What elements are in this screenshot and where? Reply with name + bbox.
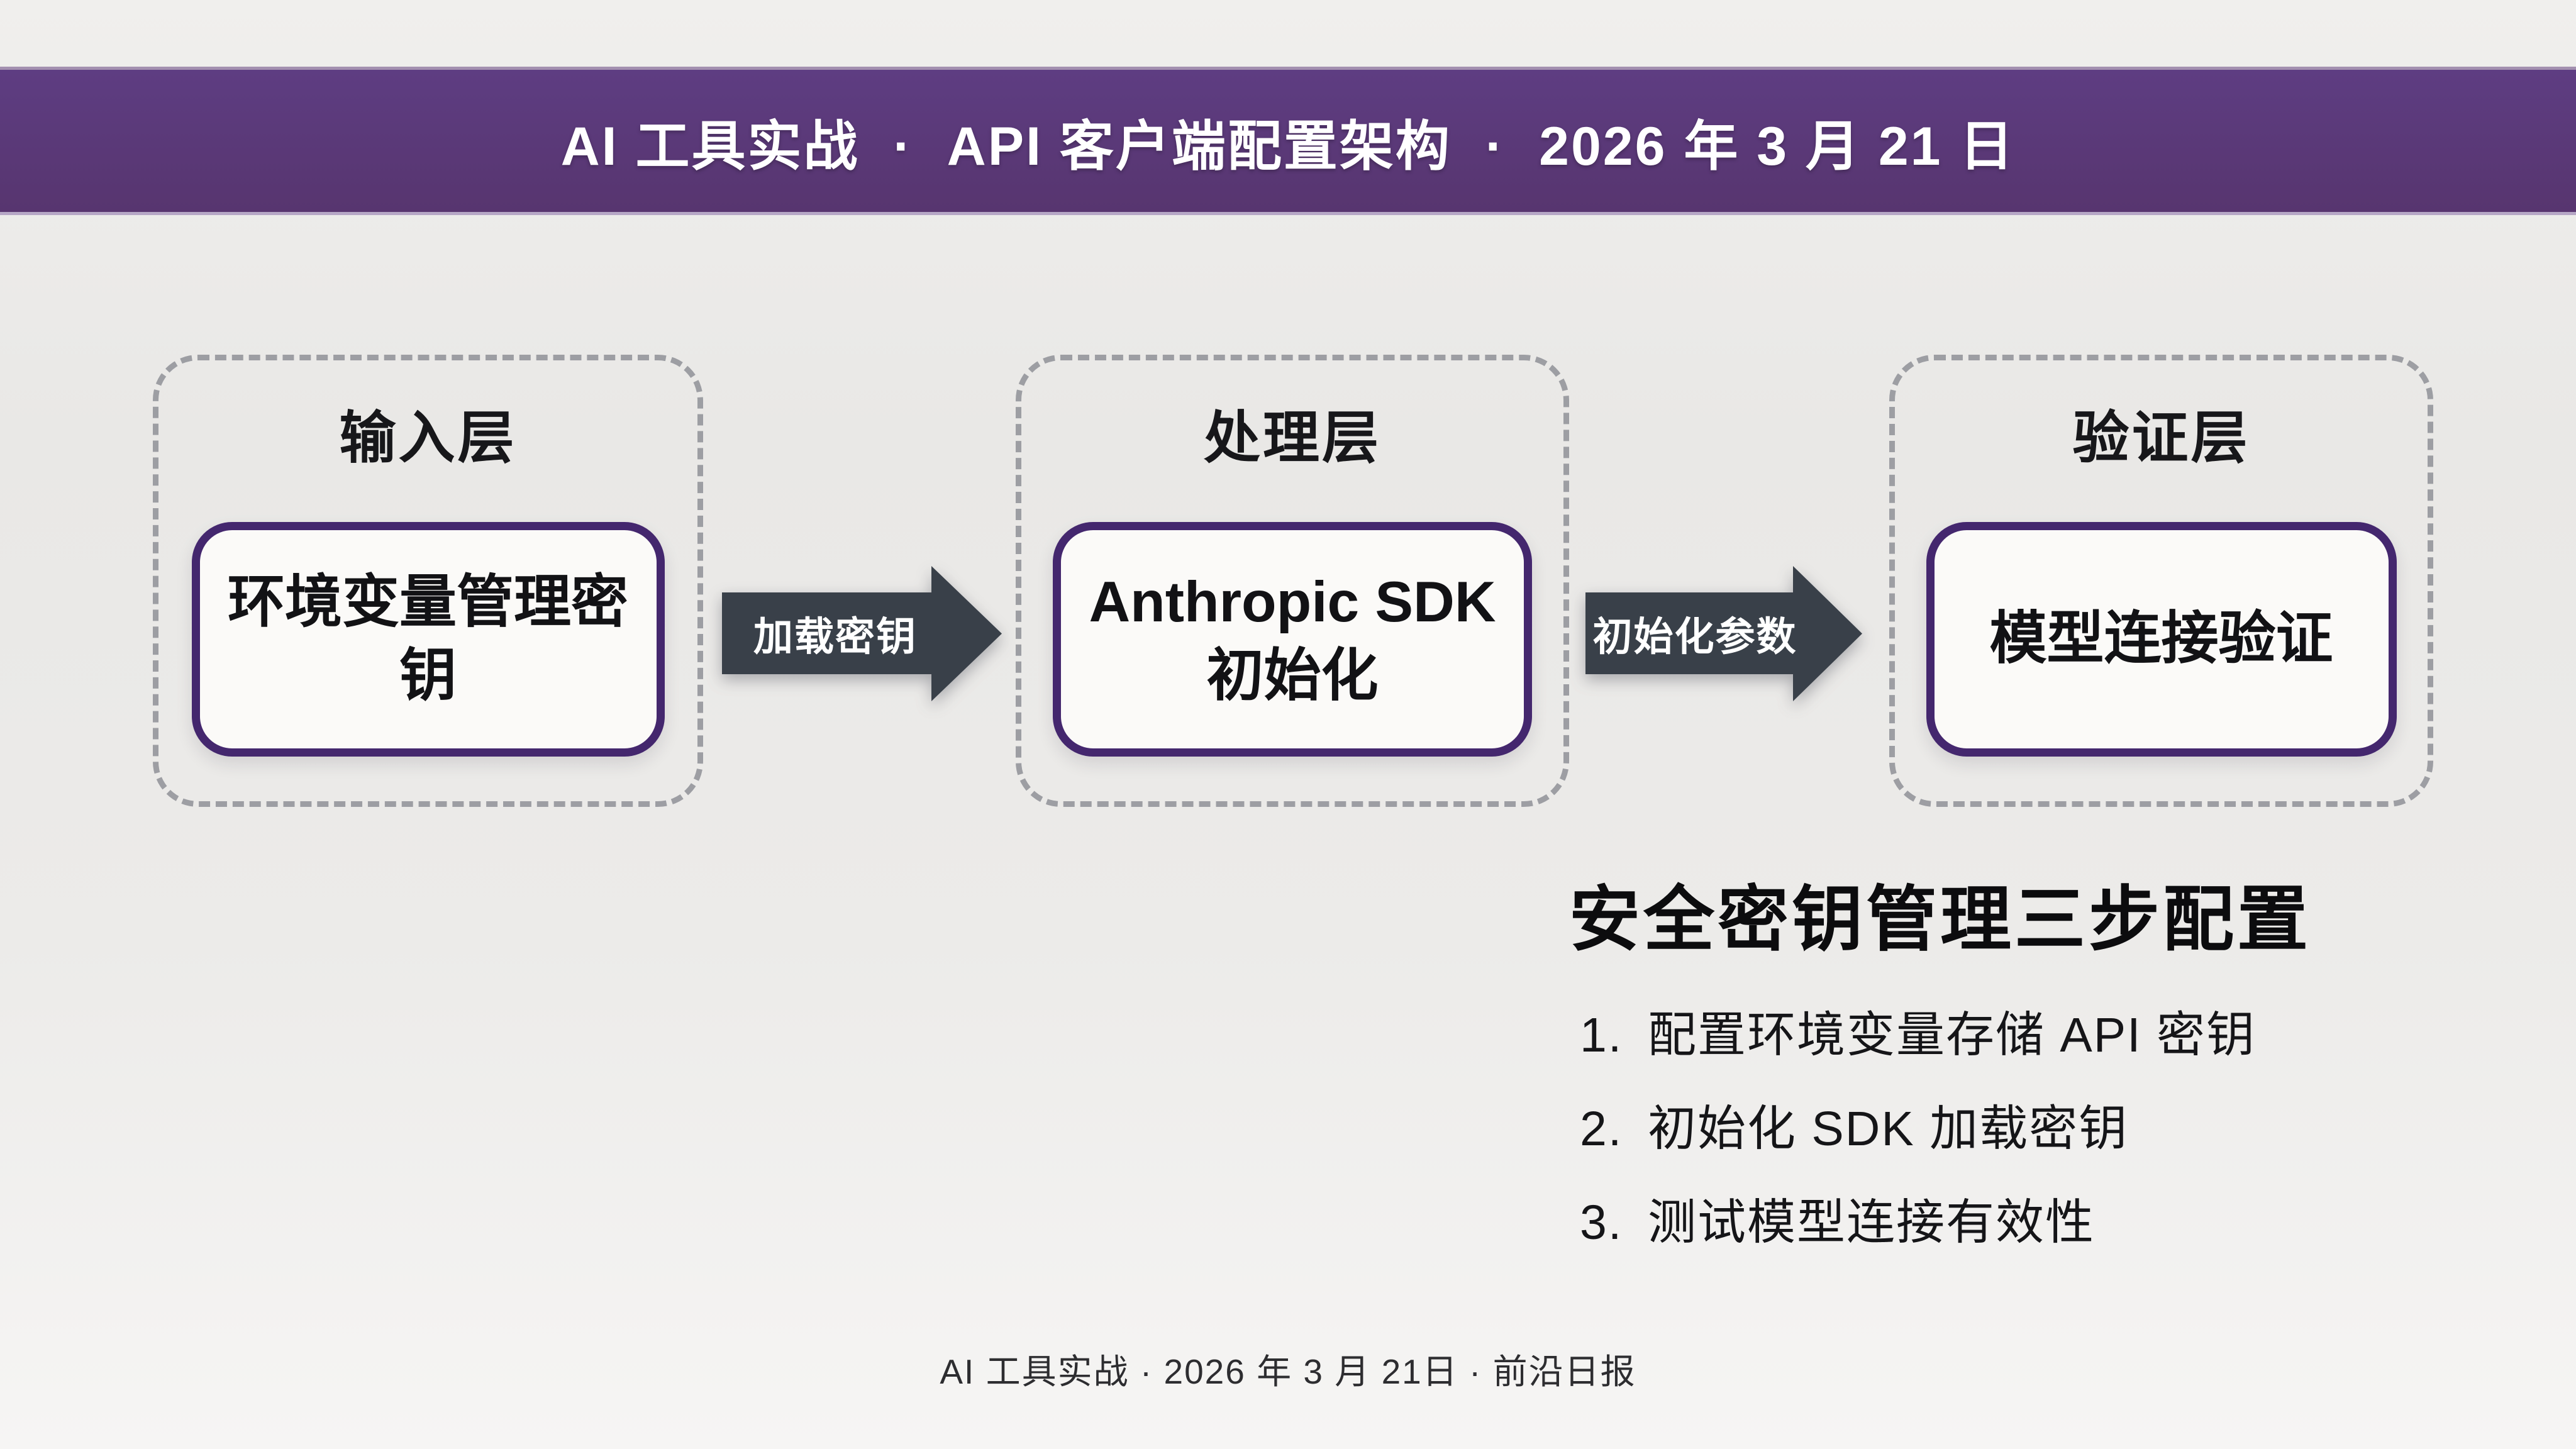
- layer-box-processing: 处理层 Anthropic SDK 初始化: [1016, 355, 1569, 807]
- node-model-validation: 模型连接验证: [1926, 522, 2397, 757]
- step-number: 2.: [1580, 1102, 1623, 1156]
- arrow-right-icon: [1585, 566, 1862, 701]
- arrow-init-params: 初始化参数: [1585, 566, 1862, 701]
- layer-box-input: 输入层 环境变量管理密钥: [153, 355, 703, 807]
- arrow-load-key: 加载密钥: [722, 566, 1002, 701]
- layer-label-input: 输入层: [339, 407, 517, 470]
- step-text: 初始化 SDK 加载密钥: [1648, 1102, 2129, 1156]
- steps-heading: 安全密钥管理三步配置: [1569, 880, 2311, 959]
- banner-title: AI 工具实战 · API 客户端配置架构 · 2026 年 3 月 21 日: [560, 116, 2016, 177]
- step-number: 3.: [1580, 1196, 1623, 1250]
- step-item-1: 1. 配置环境变量存储 API 密钥: [1580, 1011, 2256, 1060]
- node-env-key: 环境变量管理密钥: [191, 522, 665, 757]
- step-text: 测试模型连接有效性: [1648, 1196, 2095, 1250]
- top-banner: AI 工具实战 · API 客户端配置架构 · 2026 年 3 月 21 日: [0, 67, 2576, 215]
- footer-caption: AI 工具实战 · 2026 年 3 月 21日 · 前沿日报: [940, 1352, 1636, 1391]
- layer-box-validation: 验证层 模型连接验证: [1889, 355, 2433, 807]
- layer-label-validation: 验证层: [2072, 407, 2250, 470]
- node-anthropic-sdk: Anthropic SDK 初始化: [1053, 522, 1532, 757]
- layer-label-processing: 处理层: [1204, 407, 1381, 470]
- step-text: 配置环境变量存储 API 密钥: [1648, 1008, 2256, 1062]
- step-item-2: 2. 初始化 SDK 加载密钥: [1580, 1105, 2256, 1153]
- arrow-label-init-params: 初始化参数: [1592, 615, 1797, 659]
- arrow-right-icon: [722, 566, 1002, 701]
- arrow-label-load-key: 加载密钥: [753, 615, 917, 659]
- step-item-3: 3. 测试模型连接有效性: [1580, 1199, 2256, 1247]
- step-number: 1.: [1580, 1008, 1623, 1062]
- steps-list: 1. 配置环境变量存储 API 密钥 2. 初始化 SDK 加载密钥 3. 测试…: [1580, 1011, 2256, 1292]
